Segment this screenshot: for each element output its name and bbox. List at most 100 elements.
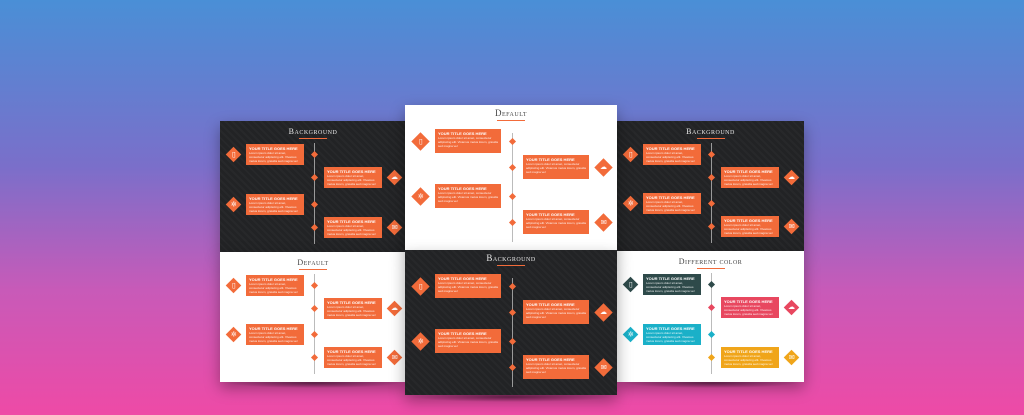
title-underline	[299, 138, 327, 139]
cloud-icon: ☁	[600, 308, 607, 316]
timeline-diamond: ✉	[783, 218, 800, 234]
card-body: Lorem ipsum dolor sit amet, consectetur …	[327, 353, 376, 366]
card-body: Lorem ipsum dolor sit amet, consectetur …	[526, 362, 586, 374]
timeline-diamond: ✉	[594, 357, 613, 377]
title-underline	[696, 138, 725, 139]
mail-icon: ✉	[788, 222, 795, 230]
timeline-diamond: ▯	[225, 277, 242, 293]
mail-icon: ✉	[600, 218, 607, 226]
timeline-diamond: ▯	[622, 276, 639, 292]
timeline-diamond: ✲	[411, 186, 430, 206]
timeline-diamond: ✲	[225, 196, 242, 212]
card-title: YOUR TITLE GOES HERE	[526, 302, 575, 307]
timeline-dot	[310, 304, 319, 313]
gear-icon: ✲	[230, 330, 237, 338]
slide-title: Background	[288, 127, 338, 136]
card-body: Lorem ipsum dolor sit amet, consectetur …	[327, 304, 376, 317]
timeline-line	[711, 143, 712, 243]
card-title: YOUR TITLE GOES HERE	[327, 218, 376, 224]
card-title: YOUR TITLE GOES HERE	[438, 331, 487, 336]
phone-icon: ▯	[231, 281, 236, 289]
card-title: YOUR TITLE GOES HERE	[526, 157, 575, 162]
phone-icon: ▯	[628, 280, 633, 288]
card-body: Lorem ipsum dolor sit amet, consectetur …	[724, 222, 773, 235]
card-title: YOUR TITLE GOES HERE	[646, 275, 695, 281]
slide-title: Background	[486, 253, 536, 263]
timeline-dot	[310, 150, 319, 159]
timeline-line	[512, 133, 513, 242]
timeline-line	[711, 273, 712, 374]
card-title: YOUR TITLE GOES HERE	[526, 212, 575, 217]
timeline-dot	[310, 223, 319, 232]
slide-title: Different color	[678, 257, 743, 266]
timeline-dot	[310, 173, 319, 182]
card-body: Lorem ipsum dolor sit amet, consectetur …	[724, 173, 773, 186]
phone-icon: ▯	[418, 282, 423, 290]
timeline-diamond: ☁	[594, 302, 613, 322]
card-title: YOUR TITLE GOES HERE	[724, 348, 773, 354]
card-body: Lorem ipsum dolor sit amet, consectetur …	[249, 150, 298, 163]
slide-shadow	[226, 378, 402, 388]
timeline-diamond: ✉	[386, 219, 403, 235]
card-title: YOUR TITLE GOES HERE	[724, 298, 773, 304]
timeline-line	[314, 274, 315, 374]
timeline-dot	[508, 163, 517, 172]
cloud-icon: ☁	[788, 173, 795, 181]
card-body: Lorem ipsum dolor sit amet, consectetur …	[526, 162, 586, 174]
cloud-icon: ☁	[391, 304, 398, 312]
timeline-diamond: ✉	[386, 349, 403, 365]
card-title: YOUR TITLE GOES HERE	[724, 168, 773, 174]
card-body: Lorem ipsum dolor sit amet, consectetur …	[724, 353, 773, 366]
timeline-line	[314, 143, 315, 244]
card-body: Lorem ipsum dolor sit amet, consectetur …	[249, 330, 298, 343]
timeline-dot	[310, 281, 319, 290]
slide-title: Default	[297, 258, 329, 267]
title-underline	[497, 265, 525, 266]
card-title: YOUR TITLE GOES HERE	[646, 194, 695, 200]
card-body: Lorem ipsum dolor sit amet, consectetur …	[526, 307, 586, 319]
timeline-dot	[707, 222, 716, 231]
card-title: YOUR TITLE GOES HERE	[438, 276, 487, 281]
card-body: Lorem ipsum dolor sit amet, consectetur …	[438, 336, 498, 348]
mail-icon: ✉	[600, 363, 607, 371]
card-body: Lorem ipsum dolor sit amet, consectetur …	[646, 150, 695, 163]
slide-shadow	[623, 378, 799, 388]
timeline-dot	[707, 353, 716, 362]
phone-icon: ▯	[628, 150, 633, 158]
cloud-icon: ☁	[788, 303, 795, 311]
timeline-dot	[508, 363, 517, 372]
gear-icon: ✲	[627, 199, 634, 207]
timeline-diamond: ☁	[783, 169, 800, 185]
card-title: YOUR TITLE GOES HERE	[249, 325, 298, 331]
mail-icon: ✉	[391, 223, 398, 231]
timeline-diamond: ✉	[783, 349, 800, 365]
card-title: YOUR TITLE GOES HERE	[646, 145, 695, 151]
timeline-dot	[707, 150, 716, 159]
mail-icon: ✉	[391, 353, 398, 361]
slide-title: Default	[494, 108, 527, 118]
card-title: YOUR TITLE GOES HERE	[438, 131, 487, 136]
timeline-line	[512, 278, 513, 387]
mail-icon: ✉	[788, 353, 795, 361]
timeline-dot	[508, 192, 517, 201]
gear-icon: ✲	[417, 337, 424, 345]
card-title: YOUR TITLE GOES HERE	[249, 145, 298, 151]
timeline-diamond: ☁	[594, 157, 613, 177]
